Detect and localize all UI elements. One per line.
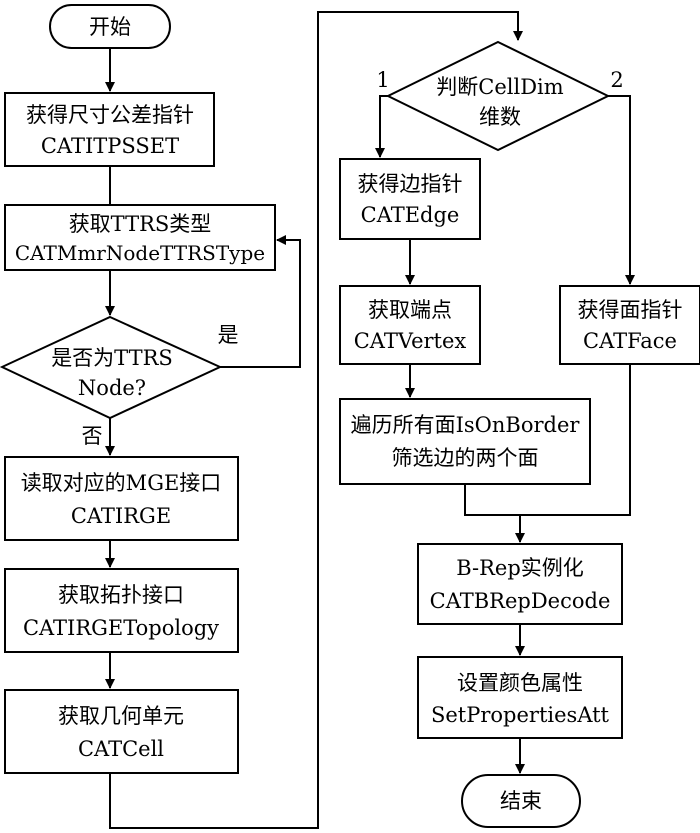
node-get-tolerance-line1: 获得尺寸公差指针 [26,103,194,127]
node-get-edge-line2: CATEdge [361,203,460,227]
node-filter-faces-line2: 筛选边的两个面 [392,446,539,470]
node-get-tolerance-line2: CATITPSSET [41,134,179,158]
node-get-ttrs-type-line1: 获取TTRS类型 [69,212,212,236]
node-get-cell-line2: CATCell [78,737,164,761]
label-branch-2: 2 [610,68,623,92]
end-terminal: 结束 [461,774,581,828]
node-get-tolerance: 获得尺寸公差指针 CATITPSSET [4,92,215,167]
node-set-color-line1: 设置颜色属性 [457,671,583,695]
node-get-edge: 获得边指针 CATEdge [339,158,481,240]
node-get-face-line1: 获得面指针 [578,298,683,322]
node-get-ttrs-type: 获取TTRS类型 CATMmrNodeTTRSType [4,204,276,271]
label-branch-1: 1 [376,68,389,92]
node-get-cell-line1: 获取几何单元 [58,704,184,728]
decision-ttrs-node: 是否为TTRS Node? [0,315,223,420]
node-brep-decode-line1: B-Rep实例化 [456,556,584,580]
decision-celldim-line2: 维数 [479,105,521,129]
node-get-topology: 获取拓扑接口 CATIRGETopology [4,568,239,653]
node-get-topology-line2: CATIRGETopology [23,616,219,640]
node-brep-decode: B-Rep实例化 CATBRepDecode [417,543,623,625]
decision-ttrs-node-line2: Node? [78,376,146,400]
decision-celldim-line1: 判断CellDim [436,75,563,99]
connectors [105,11,635,829]
node-get-topology-line1: 获取拓扑接口 [58,583,184,607]
arrow-celldim-to-face [608,95,635,285]
node-read-mge-line2: CATIRGE [71,504,171,528]
node-get-face: 获得面指针 CATFace [559,285,700,365]
label-yes: 是 [218,323,239,347]
node-get-cell: 获取几何单元 CATCell [4,689,239,774]
node-set-color: 设置颜色属性 SetPropertiesAtt [417,656,623,739]
start-label: 开始 [89,15,131,39]
node-get-ttrs-type-line2: CATMmrNodeTTRSType [15,241,265,265]
end-label: 结束 [500,789,542,813]
node-get-vertex: 获取端点 CATVertex [339,285,481,365]
line-face-to-brep [520,364,631,516]
arrow-filter-to-brep [464,484,525,543]
node-read-mge: 读取对应的MGE接口 CATIRGE [4,456,239,541]
arrow-yes-loop [220,235,301,368]
node-set-color-line2: SetPropertiesAtt [431,703,610,727]
decision-ttrs-node-line1: 是否为TTRS [51,346,173,370]
decision-celldim: 判断CellDim 维数 [385,40,611,152]
node-get-face-line2: CATFace [583,329,677,353]
arrow-celldim-to-edge [375,95,388,158]
node-get-edge-line1: 获得边指针 [358,172,463,196]
arrow-cell-to-celldim [109,11,523,829]
node-get-vertex-line1: 获取端点 [368,298,452,322]
node-read-mge-line1: 读取对应的MGE接口 [21,471,222,495]
node-brep-decode-line2: CATBRepDecode [430,589,611,613]
node-filter-faces-line1: 遍历所有面IsOnBorder [351,413,581,437]
label-no: 否 [82,424,103,448]
node-get-vertex-line2: CATVertex [354,329,467,353]
start-terminal: 开始 [49,4,171,49]
node-filter-faces: 遍历所有面IsOnBorder 筛选边的两个面 [339,398,591,485]
